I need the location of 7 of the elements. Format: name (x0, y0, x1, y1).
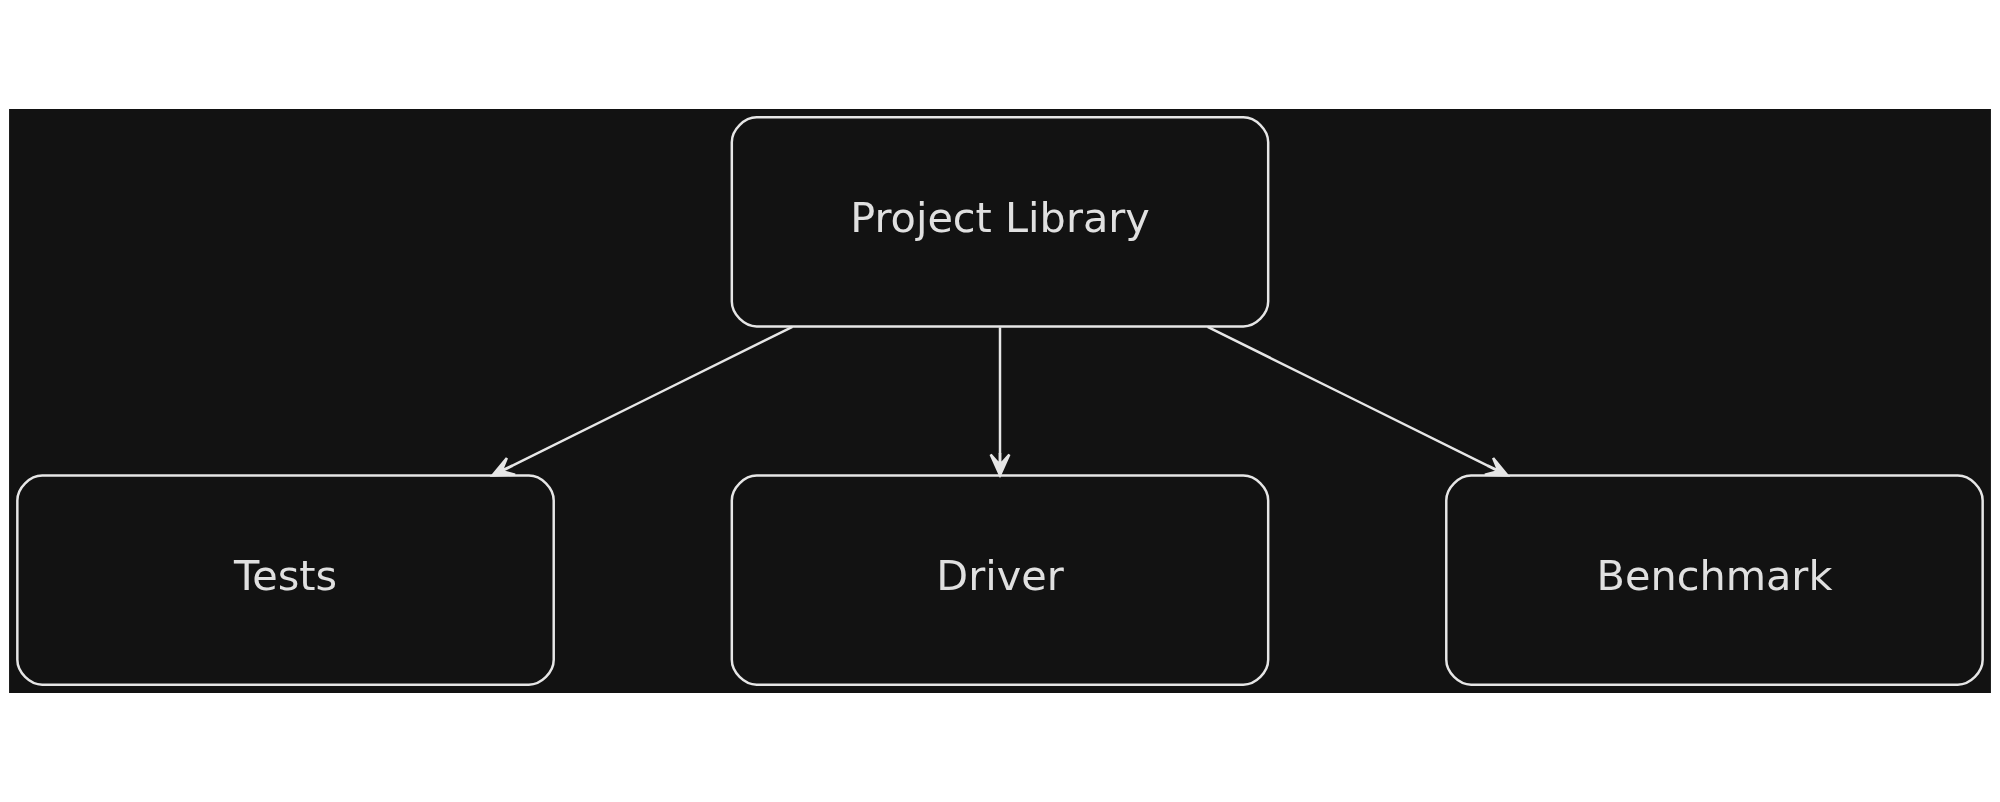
node-box: Driver (730, 474, 1270, 686)
node-box: Benchmark (1445, 474, 1984, 686)
arrow (1207, 325, 1509, 477)
node-box: Project Library (730, 116, 1270, 328)
arrow (989, 327, 1011, 477)
arrow (491, 325, 793, 477)
node-box: Tests (16, 474, 555, 686)
